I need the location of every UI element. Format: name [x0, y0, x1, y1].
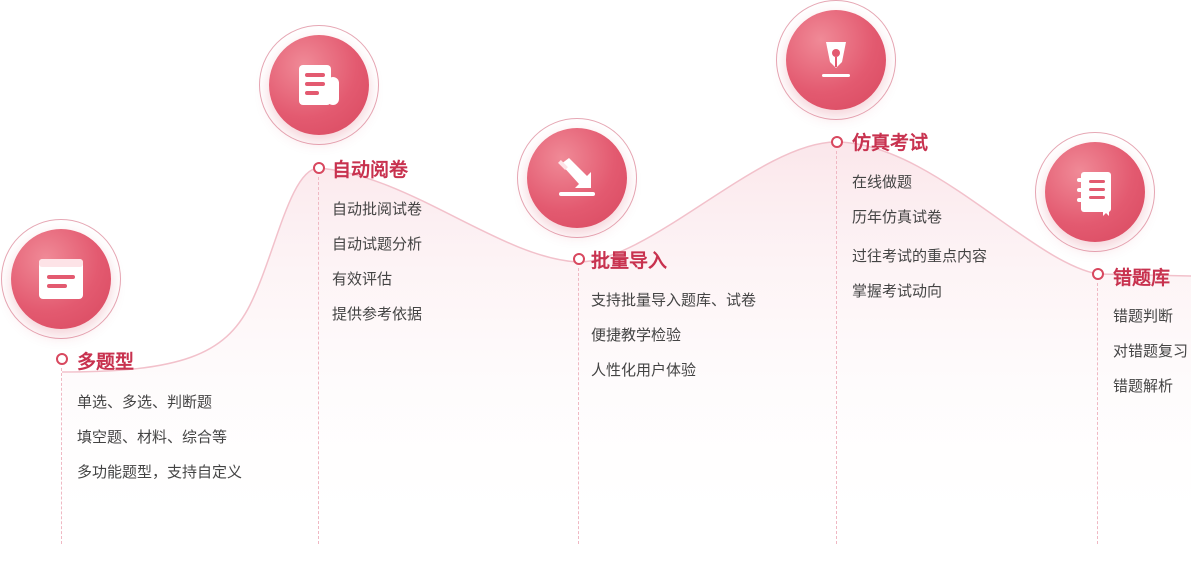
feature-item: 人性化用户体验: [591, 361, 697, 379]
timeline-vline: [61, 368, 62, 544]
notebook-icon: [1077, 172, 1111, 216]
timeline-vline: [318, 177, 319, 544]
timeline-dot: [1092, 268, 1104, 280]
feature-icon-import: [517, 118, 637, 238]
feature-item: 单选、多选、判断题: [77, 393, 213, 411]
feature-item: 对错题复习: [1113, 342, 1189, 360]
timeline-dot: [56, 353, 68, 365]
feature-item: 掌握考试动向: [852, 282, 943, 300]
feature-title: 自动阅卷: [332, 159, 409, 181]
feature-title: 多题型: [77, 351, 135, 373]
pen-nib-icon: [822, 42, 850, 77]
feature-icon-card-list: [1, 219, 121, 339]
feature-item: 填空题、材料、综合等: [77, 428, 228, 446]
feature-icon-pen: [776, 0, 896, 120]
timeline-vline: [578, 268, 579, 544]
feature-title: 错题库: [1113, 267, 1171, 289]
curve-line: [61, 141, 1191, 373]
timeline-vline: [1097, 283, 1098, 544]
timeline-dot: [831, 136, 843, 148]
card-list-icon: [39, 259, 83, 299]
feature-title: 批量导入: [591, 250, 668, 272]
feature-item: 多功能题型，支持自定义: [77, 463, 243, 481]
document-scroll-icon: [299, 65, 339, 105]
feature-icon-notebook: [1035, 132, 1155, 252]
import-arrow-icon: [558, 158, 595, 196]
feature-item: 历年仿真试卷: [852, 208, 943, 226]
feature-item: 提供参考依据: [332, 305, 423, 323]
feature-title: 仿真考试: [852, 132, 929, 154]
curve-fill: [62, 142, 1191, 545]
feature-item: 便捷教学检验: [591, 326, 682, 344]
feature-item: 支持批量导入题库、试卷: [591, 291, 757, 309]
timeline-vline: [836, 151, 837, 544]
feature-item: 错题解析: [1113, 377, 1174, 395]
feature-item: 过往考试的重点内容: [852, 247, 988, 265]
timeline-dot: [573, 253, 585, 265]
feature-icon-document: [259, 25, 379, 145]
feature-item: 错题判断: [1113, 307, 1174, 325]
feature-item: 自动批阅试卷: [332, 200, 423, 218]
feature-item: 自动试题分析: [332, 235, 423, 253]
feature-item: 有效评估: [332, 270, 393, 288]
feature-item: 在线做题: [852, 173, 913, 191]
timeline-dot: [313, 162, 325, 174]
